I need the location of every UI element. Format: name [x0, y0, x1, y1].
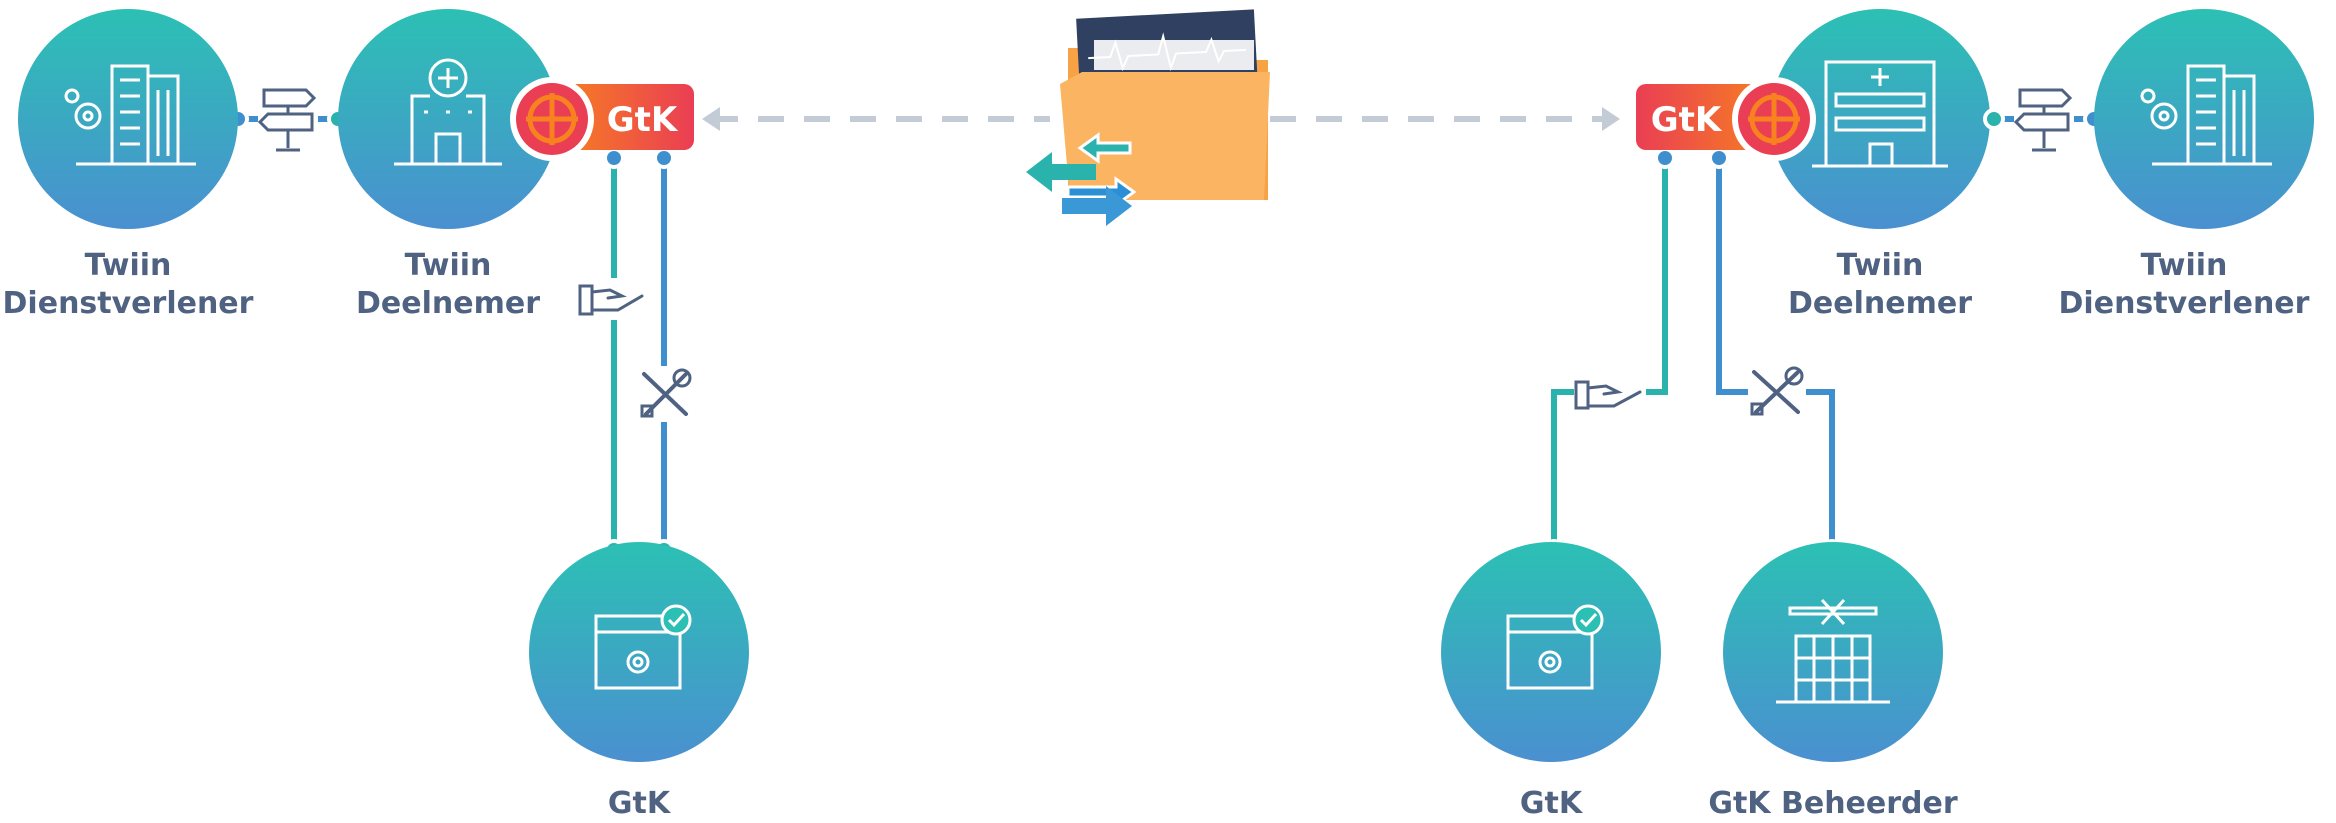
hand-service-icon [1574, 374, 1646, 414]
label-left-gtk: GtK [489, 785, 789, 823]
label-right-dienstverlener: Twiin Dienstverlener [2034, 247, 2334, 323]
label-right-gtk: GtK [1401, 785, 1701, 823]
label-right-gtk-beheerder: GtK Beheerder [1683, 785, 1983, 823]
gtk-badge-text: GtK [607, 100, 679, 140]
tools-icon [638, 366, 694, 422]
node-right-dienstverlener [2094, 9, 2314, 229]
label-left-dienstverlener: Twiin Dienstverlener [0, 247, 278, 323]
signpost-icon [2014, 86, 2074, 156]
node-right-gtk-beheerder [1723, 542, 1943, 762]
arrow-right-icon [1602, 107, 1620, 131]
left-connections [605, 149, 673, 559]
signpost-link [1985, 86, 2103, 156]
label-left-deelnemer: Twiin Deelnemer [298, 247, 598, 323]
arrow-left-icon [702, 107, 720, 131]
gtk-badge-text: GtK [1651, 100, 1723, 140]
gtk-badge-right: GtK [1636, 77, 1816, 161]
signpost-icon [258, 86, 318, 156]
medical-folder-exchange-icon [1026, 9, 1270, 226]
node-left-dienstverlener [18, 9, 238, 229]
right-connections [1545, 149, 1841, 559]
node-right-gtk [1441, 542, 1661, 762]
signpost-link [229, 86, 347, 156]
node-left-gtk [529, 542, 749, 762]
label-right-deelnemer: Twiin Deelnemer [1730, 247, 2030, 323]
gtk-badge-left: GtK [510, 77, 694, 161]
tools-icon [1748, 364, 1806, 420]
